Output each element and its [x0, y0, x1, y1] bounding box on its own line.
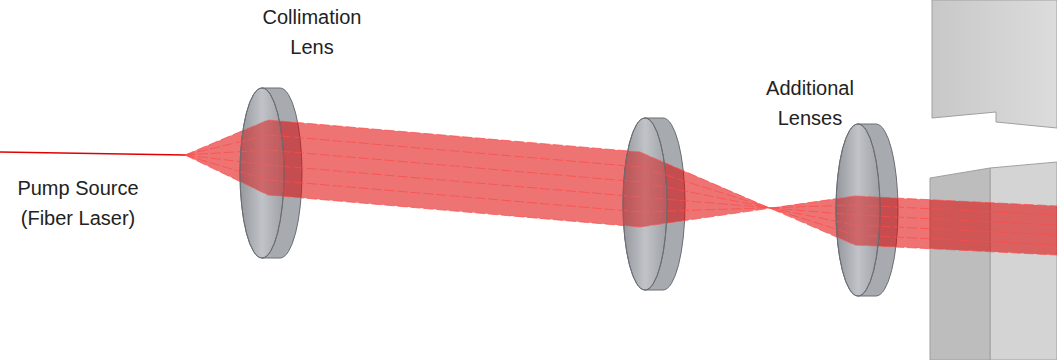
mount-block [932, 0, 1057, 128]
part-label: Pump Source (Fiber Laser) [3, 173, 153, 233]
laser-beam [0, 120, 1057, 255]
lens-rim [240, 88, 284, 258]
part-label: Additional Lenses [750, 73, 870, 133]
lens-rim [836, 124, 880, 296]
mount-block [930, 168, 990, 360]
part-label: Collimation Lens [250, 2, 374, 62]
lens-rim [623, 118, 667, 290]
mount-block [990, 162, 1057, 360]
